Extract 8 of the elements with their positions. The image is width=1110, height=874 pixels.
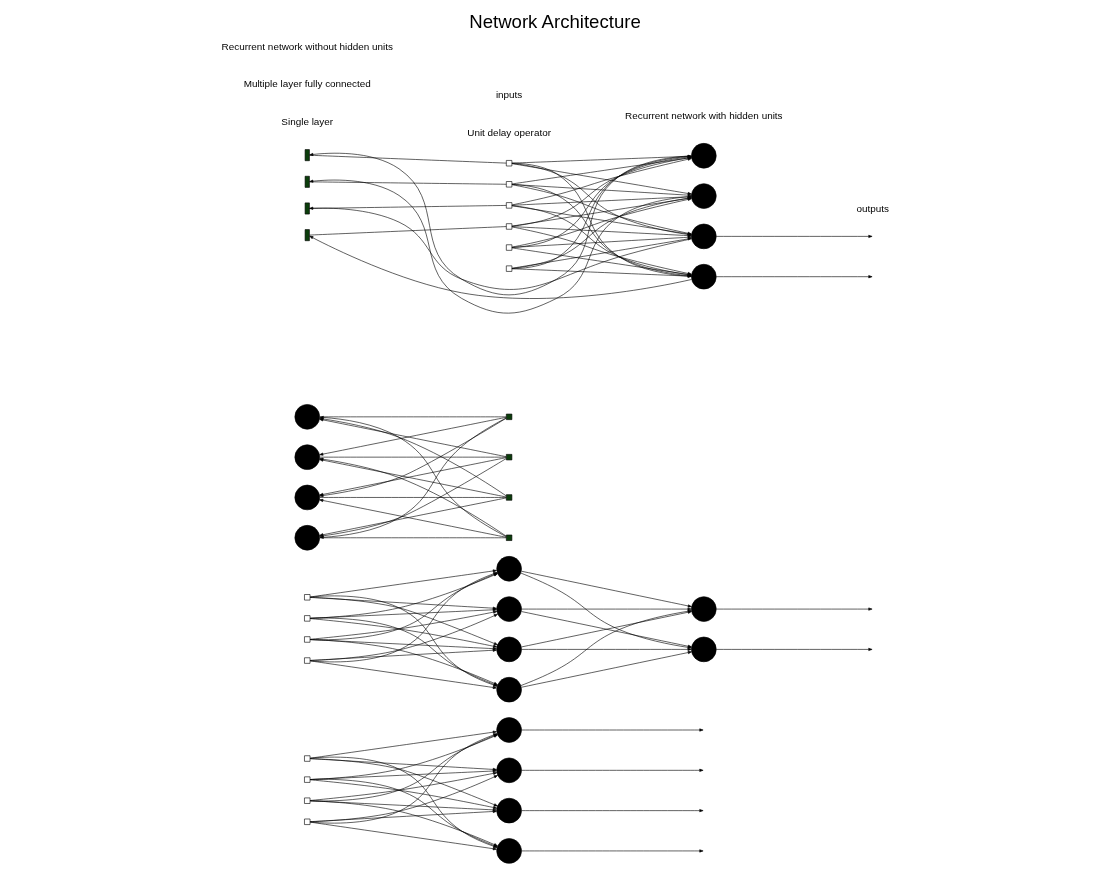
label: outputs: [856, 203, 890, 215]
label: Unit delay operator: [467, 126, 551, 138]
label: Recurrent network with hidden units: [625, 110, 783, 122]
label: Recurrent network without hidden units: [221, 40, 393, 52]
label: inputs: [495, 88, 523, 100]
diagram-title: Network Architecture: [469, 11, 641, 33]
label: Multiple layer fully connected: [243, 78, 371, 90]
label: Single layer: [281, 116, 334, 128]
